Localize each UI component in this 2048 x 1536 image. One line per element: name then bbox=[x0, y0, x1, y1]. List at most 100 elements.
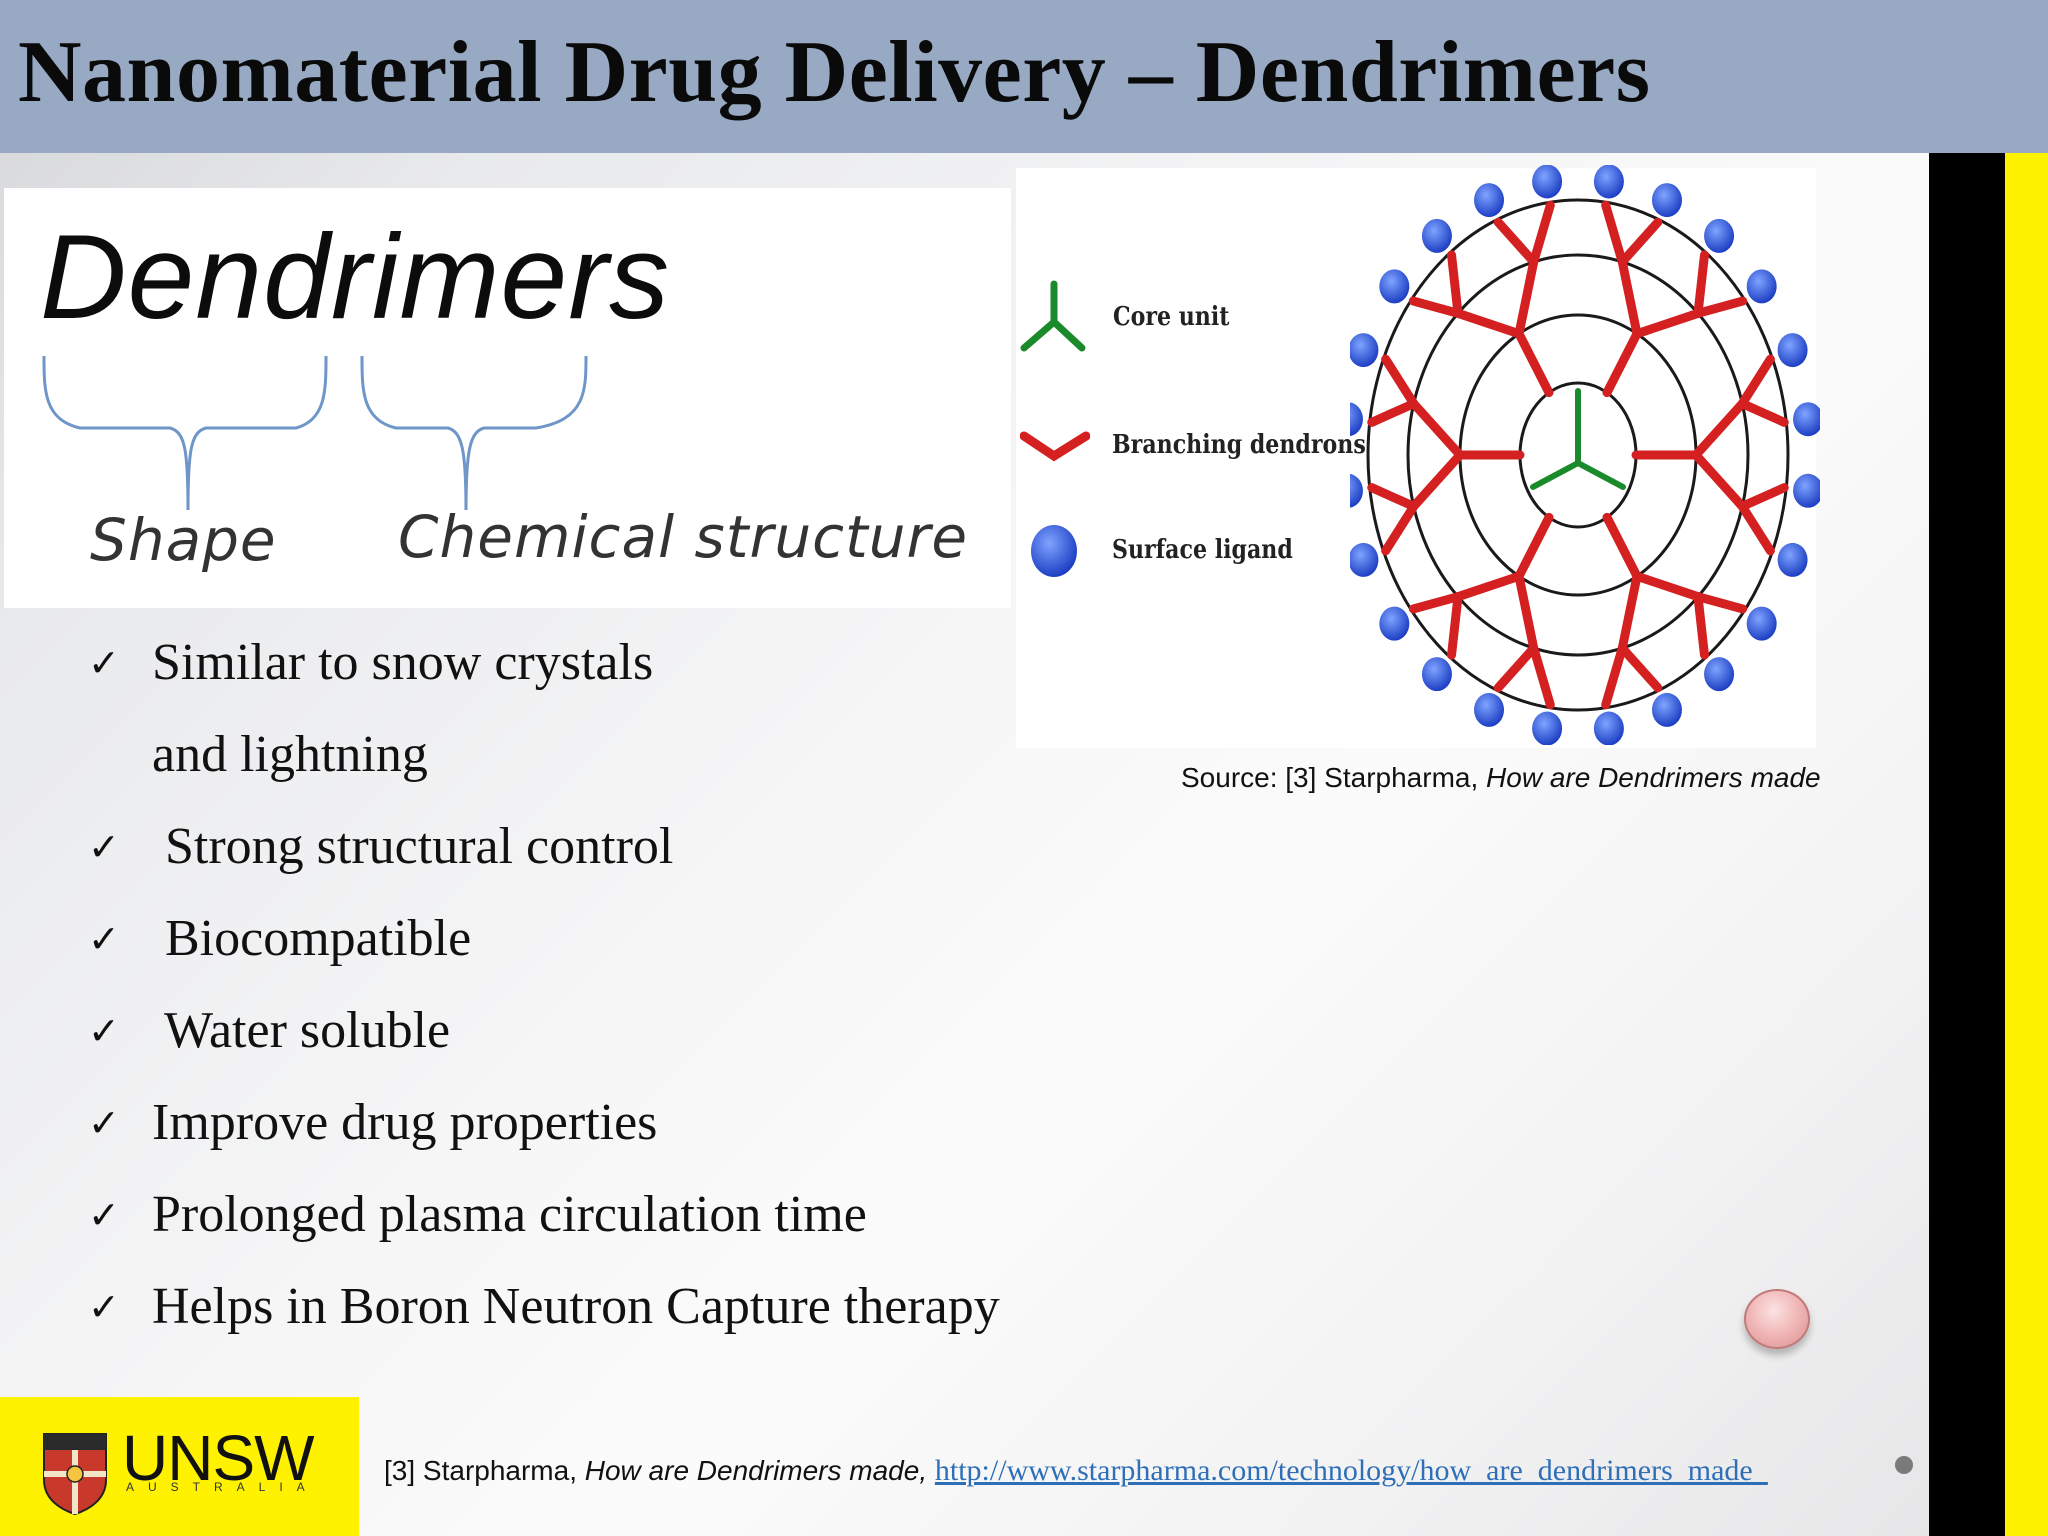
slide-dot-indicator[interactable] bbox=[1895, 1456, 1913, 1474]
list-item: ✓Prolonged plasma circulation time bbox=[88, 1180, 1000, 1272]
dendron-branch bbox=[1691, 450, 1747, 511]
surface-ligand bbox=[1777, 333, 1808, 368]
dendron-branch bbox=[1617, 257, 1642, 339]
legend-branch-icon bbox=[1020, 431, 1090, 462]
check-icon: ✓ bbox=[88, 1193, 120, 1237]
dendron-branch bbox=[1409, 399, 1465, 460]
list-item: ✓Improve drug properties bbox=[88, 1088, 1000, 1180]
etymology-braces bbox=[42, 355, 588, 510]
dendron-branch bbox=[1514, 329, 1554, 398]
dendron-branch bbox=[1367, 399, 1419, 427]
slide-title: Nanomaterial Drug Delivery – Dendrimers bbox=[18, 24, 1651, 121]
etymology-panel bbox=[4, 188, 1011, 608]
surface-ligand bbox=[1350, 542, 1379, 577]
unsw-logo-text: UNSW bbox=[122, 1422, 315, 1494]
legend-core-label: Core unit bbox=[1113, 302, 1230, 332]
dendron-branch bbox=[1601, 643, 1627, 710]
list-item-continuation: and lightning bbox=[152, 726, 428, 783]
surface-ligand bbox=[1350, 402, 1363, 437]
dendron-branch bbox=[1737, 501, 1775, 556]
list-item: ✓ Biocompatible bbox=[88, 904, 1000, 996]
dendron-branch bbox=[1737, 354, 1775, 409]
dendron-branch bbox=[1529, 200, 1555, 267]
dendron-branch bbox=[1381, 354, 1419, 409]
legend-ligand-label: Surface ligand bbox=[1112, 535, 1293, 565]
title-bar bbox=[0, 0, 2048, 153]
check-icon: ✓ bbox=[88, 1285, 120, 1329]
surface-ligand bbox=[1474, 692, 1505, 727]
unsw-logo-subtext: AUSTRALIA bbox=[126, 1480, 319, 1494]
surface-ligand bbox=[1651, 183, 1682, 218]
check-icon: ✓ bbox=[88, 825, 120, 869]
core-arm bbox=[1529, 460, 1581, 490]
side-bar-yellow bbox=[2005, 153, 2048, 1536]
pointer-circle-button[interactable] bbox=[1744, 1289, 1810, 1349]
feature-list: ✓Similar to snow crystals and lightning … bbox=[88, 628, 1000, 1364]
legend-branch-label: Branching dendrons bbox=[1112, 430, 1366, 460]
dendron-branch bbox=[1693, 296, 1748, 318]
surface-ligand bbox=[1746, 606, 1777, 641]
surface-ligand bbox=[1704, 657, 1735, 692]
surface-ligand bbox=[1350, 473, 1363, 508]
check-icon: ✓ bbox=[88, 1009, 120, 1053]
dendron-branch bbox=[1529, 643, 1555, 710]
etymology-word: Dendrimers bbox=[40, 210, 671, 344]
legend-core-icon bbox=[1020, 280, 1086, 352]
surface-ligand bbox=[1421, 218, 1452, 253]
surface-ligand bbox=[1593, 711, 1624, 745]
surface-ligand bbox=[1350, 333, 1379, 368]
dendron-branch bbox=[1367, 483, 1419, 511]
dendron-branch bbox=[1601, 200, 1627, 267]
dendron-branch bbox=[1447, 250, 1463, 318]
legend-ligand-icon bbox=[1031, 525, 1077, 577]
dendron-branch bbox=[1693, 250, 1709, 318]
dendron-branch bbox=[1693, 592, 1748, 614]
dendron-branch bbox=[1381, 501, 1419, 556]
surface-ligand bbox=[1474, 183, 1505, 218]
generation-ring bbox=[1366, 198, 1790, 712]
core-arm bbox=[1575, 460, 1627, 490]
unsw-crest-icon bbox=[43, 1433, 107, 1516]
dendron-branch bbox=[1693, 592, 1709, 660]
dendron-branch bbox=[1514, 257, 1539, 339]
dendron-branch bbox=[1408, 296, 1463, 318]
dendron-branch bbox=[1453, 308, 1524, 339]
dendron-branch bbox=[1617, 643, 1663, 693]
dendron-branch bbox=[1447, 592, 1463, 660]
dendron-branch bbox=[1409, 450, 1465, 511]
list-item: ✓Helps in Boron Neutron Capture therapy bbox=[88, 1272, 1000, 1364]
list-item: ✓ Strong structural control bbox=[88, 812, 1000, 904]
dendron-branch bbox=[1514, 512, 1554, 581]
surface-ligand bbox=[1651, 692, 1682, 727]
check-icon: ✓ bbox=[88, 917, 120, 961]
side-bar-black bbox=[1929, 153, 2005, 1536]
dendron-branch bbox=[1691, 399, 1747, 460]
dendron-branch bbox=[1737, 483, 1789, 511]
dendron-branch bbox=[1602, 512, 1642, 581]
surface-ligand bbox=[1746, 269, 1777, 304]
list-item: ✓Similar to snow crystals bbox=[88, 628, 1000, 720]
dendron-branch bbox=[1632, 571, 1703, 602]
surface-ligand bbox=[1793, 473, 1820, 508]
dendrimer-structure bbox=[1350, 165, 1820, 745]
etymology-shape-label: Shape bbox=[90, 506, 277, 574]
dendron-branch bbox=[1493, 217, 1539, 267]
reference-link[interactable]: http://www.starpharma.com/technology/how… bbox=[934, 1454, 1768, 1487]
surface-ligand bbox=[1421, 657, 1452, 692]
dendron-branch bbox=[1453, 571, 1524, 602]
surface-ligand bbox=[1593, 165, 1624, 199]
surface-ligand bbox=[1793, 402, 1820, 437]
surface-ligand bbox=[1704, 218, 1735, 253]
surface-ligand bbox=[1379, 606, 1410, 641]
generation-ring bbox=[1406, 253, 1750, 657]
dendron-branch bbox=[1617, 217, 1663, 267]
dendron-branch bbox=[1617, 571, 1642, 653]
dendron-branch bbox=[1632, 308, 1703, 339]
diagram-source: Source: [3] Starpharma, How are Dendrime… bbox=[1181, 762, 1821, 793]
check-icon: ✓ bbox=[88, 1101, 120, 1145]
surface-ligand bbox=[1532, 165, 1563, 199]
reference-footnote: [3] Starpharma, How are Dendrimers made,… bbox=[384, 1454, 1768, 1487]
check-icon: ✓ bbox=[88, 641, 120, 685]
list-item: ✓ Water soluble bbox=[88, 996, 1000, 1088]
surface-ligand bbox=[1379, 269, 1410, 304]
